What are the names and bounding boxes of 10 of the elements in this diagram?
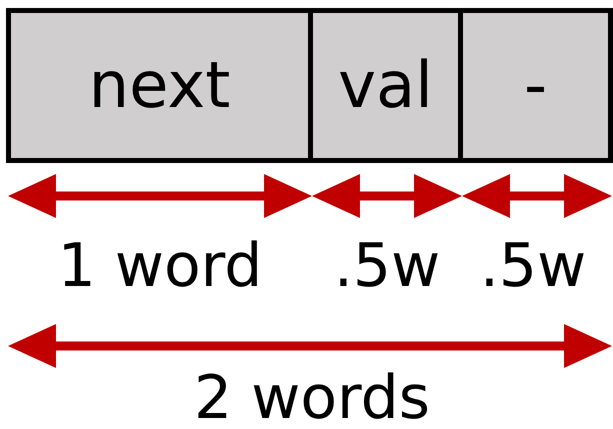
- field-name: next: [88, 54, 230, 118]
- dimension-label: 1 word: [58, 236, 262, 296]
- field-name: val: [338, 54, 433, 118]
- memory-cell: [6, 8, 313, 163]
- memory-cell: [313, 8, 463, 163]
- dimension-label: 2 words: [194, 368, 430, 428]
- dimension-label: .5w: [480, 236, 586, 296]
- memory-cell: [463, 8, 613, 163]
- dimension-label: .5w: [334, 236, 440, 296]
- field-name: -: [524, 54, 548, 118]
